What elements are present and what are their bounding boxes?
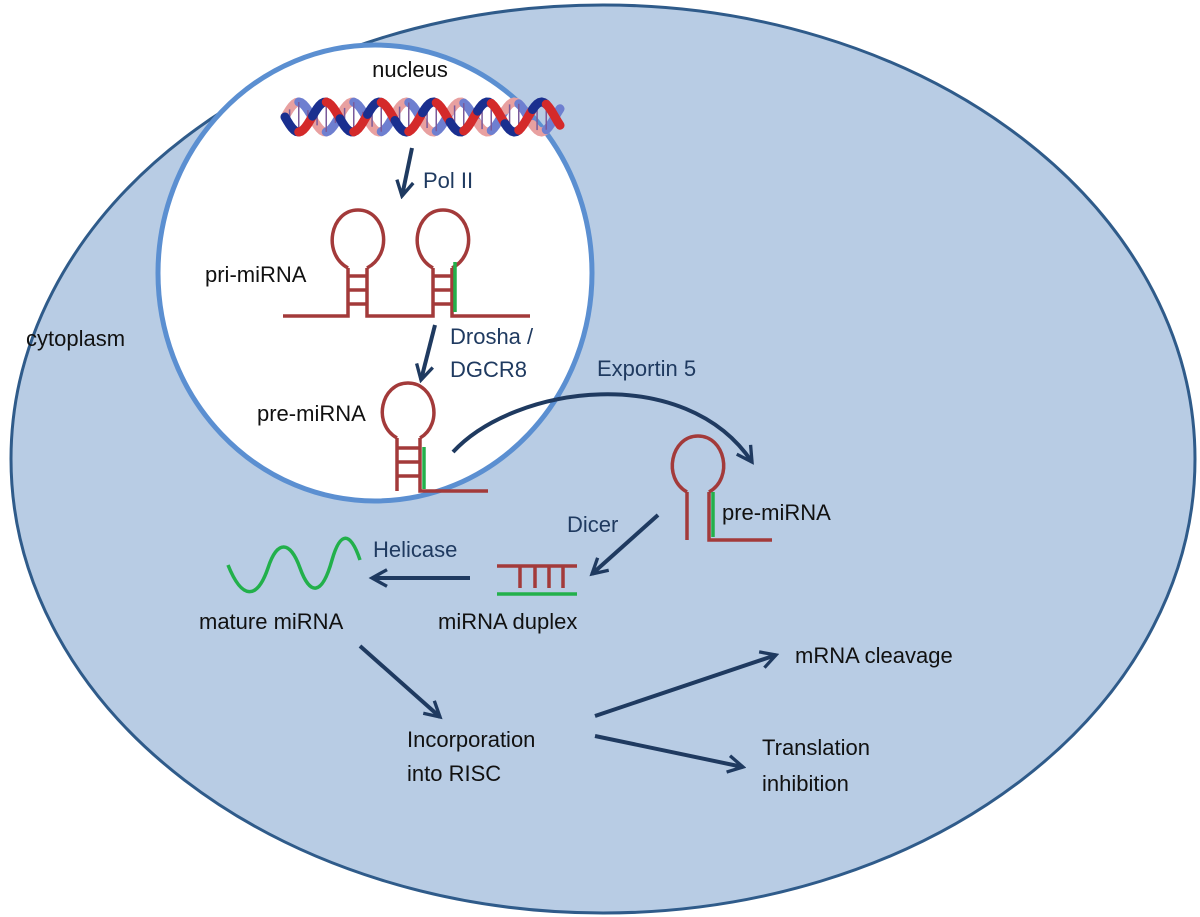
helicase-label: Helicase	[373, 537, 457, 562]
mature-mirna-strand-icon	[226, 536, 362, 594]
translation-label-line1: Translation	[762, 735, 870, 760]
translation-label-line2: inhibition	[762, 771, 849, 796]
risc-loading-arrow	[358, 644, 440, 717]
pri-mirna-hairpins-icon	[283, 208, 530, 318]
mirna-duplex-label: miRNA duplex	[438, 609, 577, 634]
transcription-arrow	[402, 147, 412, 196]
pre-mirna-cytoplasmic-label: pre-miRNA	[722, 500, 831, 525]
inhibition-arrow	[594, 734, 743, 767]
dicer-arrow	[592, 513, 660, 574]
nucleus-label: nucleus	[372, 57, 448, 82]
dicer-label: Dicer	[567, 512, 618, 537]
drosha-label-line2: DGCR8	[450, 357, 527, 382]
mature-mirna-label: mature miRNA	[199, 609, 344, 634]
pri-mirna-label: pri-miRNA	[205, 262, 307, 287]
exportin-label: Exportin 5	[597, 356, 696, 381]
cleavage-arrow	[594, 655, 776, 718]
risc-label-line1: Incorporation	[407, 727, 535, 752]
cell-membrane	[9, 3, 1197, 915]
drosha-arrow	[421, 324, 437, 380]
mirna-duplex-icon	[497, 564, 577, 596]
mrna-cleavage-label: mRNA cleavage	[795, 643, 953, 668]
pre-mirna-nuclear-label: pre-miRNA	[257, 401, 366, 426]
cytoplasm-label: cytoplasm	[26, 326, 125, 351]
pre-mirna-nuclear-hairpin-icon	[380, 381, 488, 493]
drosha-label-line1: Drosha /	[450, 324, 534, 349]
nucleus-membrane	[155, 42, 595, 504]
dna-helix-icon	[280, 97, 565, 137]
risc-label-line2: into RISC	[407, 761, 501, 786]
pol-ii-label: Pol II	[423, 168, 473, 193]
export-arrow	[451, 392, 752, 462]
pre-mirna-cytoplasmic-hairpin-icon	[670, 434, 772, 542]
